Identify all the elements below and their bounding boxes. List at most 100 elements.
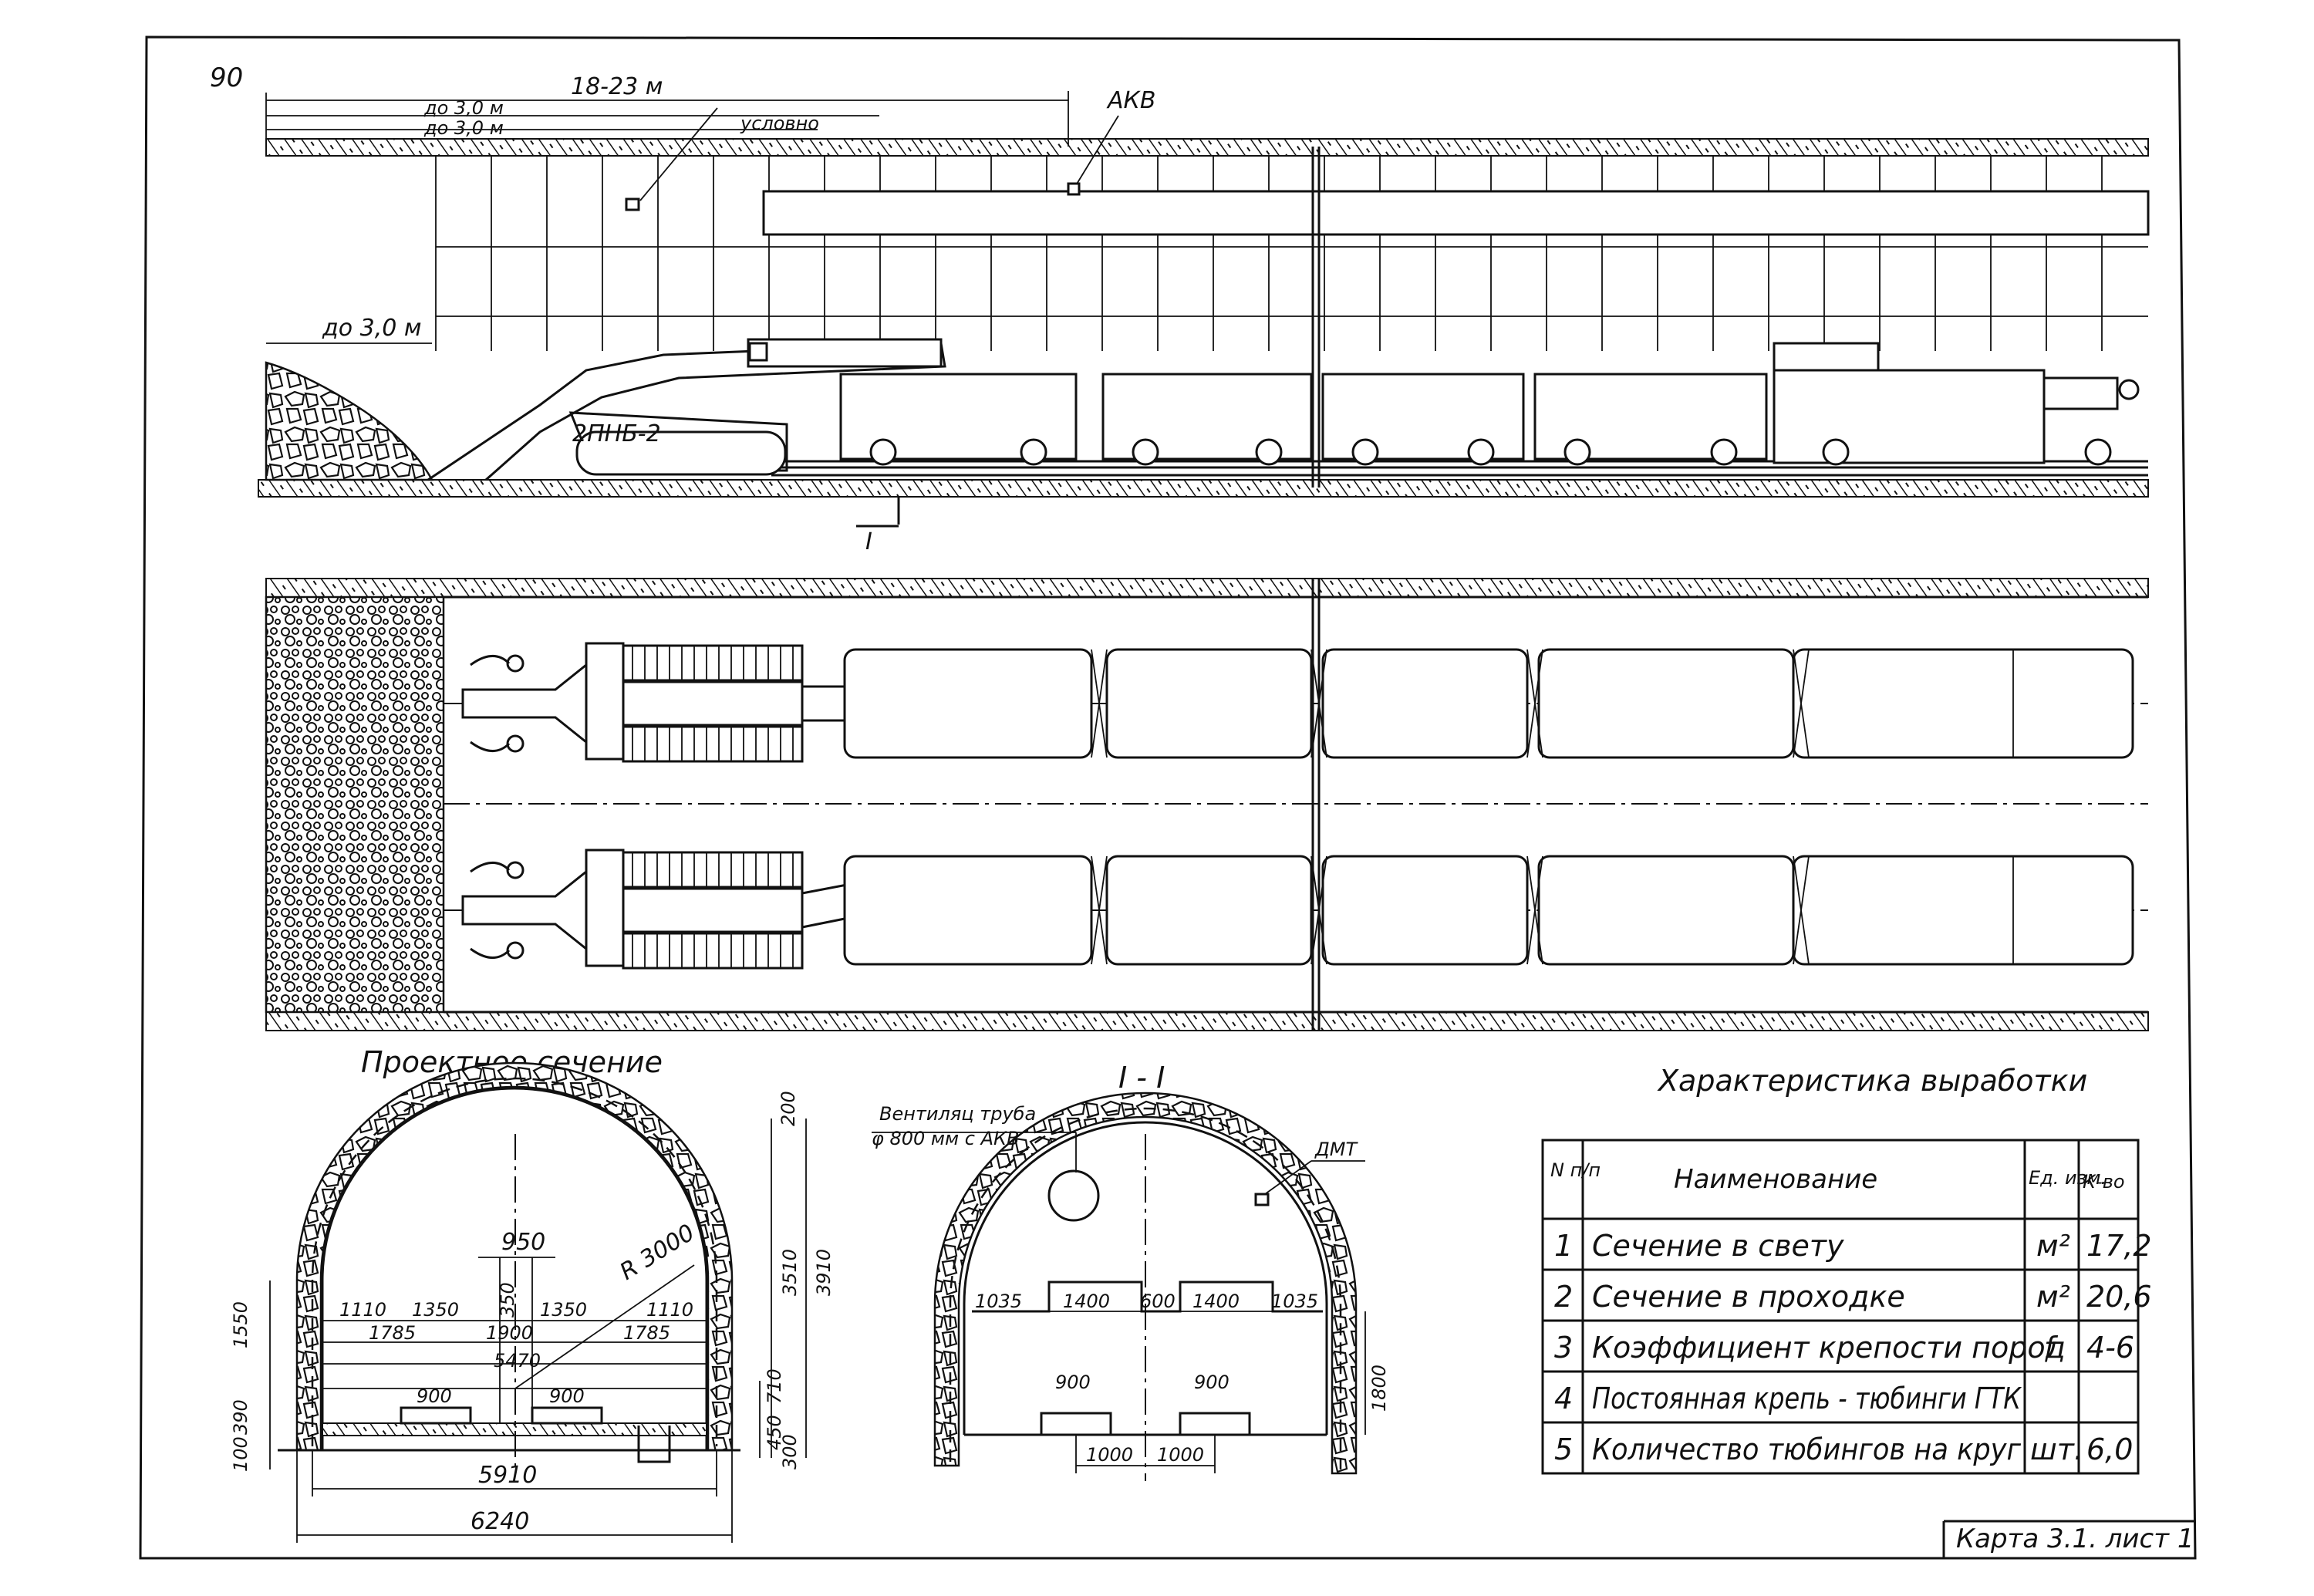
dim-upto: до 3,0 м bbox=[423, 97, 504, 119]
cut-dim-top-0: 1035 bbox=[975, 1291, 1022, 1312]
car-coupling bbox=[1091, 649, 1108, 758]
design-gauge-1: 900 bbox=[549, 1385, 585, 1407]
loader-frame bbox=[585, 849, 625, 967]
car-wheel bbox=[1255, 438, 1283, 466]
longitudinal-profile: 2ПНБ-2 18-23 м до 3,0 м до 3,0 м условно bbox=[258, 73, 2150, 555]
car-coupling bbox=[1793, 855, 1810, 965]
design-bottom-6240: 6240 bbox=[471, 1508, 529, 1535]
row-1-qty: 17,2 bbox=[2086, 1229, 2152, 1263]
design-dim-top-4: 1110 bbox=[646, 1299, 693, 1321]
plan-car bbox=[1321, 648, 1529, 759]
car-wheel bbox=[1710, 438, 1738, 466]
cutter-arm bbox=[470, 655, 511, 666]
row-4-name: Постоянная крепь - тюбинги ГТК bbox=[1592, 1382, 2022, 1415]
cutter-arm bbox=[470, 947, 511, 959]
plan-car bbox=[1537, 855, 1795, 966]
plan-car bbox=[1105, 855, 1313, 966]
row-1-unit: м² bbox=[2036, 1229, 2070, 1263]
conveyor-top bbox=[622, 644, 804, 682]
table-header-unit: Ед. изм. bbox=[2029, 1167, 2107, 1189]
cutter-head bbox=[506, 941, 525, 960]
loading-machine-2pnb2: 2ПНБ-2 bbox=[427, 338, 946, 481]
car-coupling bbox=[1793, 649, 1810, 758]
cutter-head bbox=[506, 861, 525, 879]
design-right-dim-2: 3910 bbox=[813, 1249, 835, 1296]
cut-gauge-0: 900 bbox=[1055, 1372, 1091, 1393]
design-bottom-5910: 5910 bbox=[478, 1462, 537, 1489]
loader-head bbox=[461, 869, 588, 952]
plan-car bbox=[1105, 648, 1313, 759]
section-mark: I bbox=[865, 528, 872, 555]
cut-pipe-label-1: Вентиляц труба bbox=[879, 1103, 1036, 1125]
car-wheel bbox=[869, 438, 897, 466]
design-right-dim-4: 450 bbox=[764, 1415, 785, 1450]
design-dim-center: 950 bbox=[501, 1229, 545, 1256]
card-label: Карта 3.1. лист 1 bbox=[1956, 1523, 2194, 1554]
design-radius: R 3000 bbox=[616, 1220, 700, 1286]
dim-upto-small: до 3,0 м bbox=[423, 117, 504, 139]
roof-rock-strip bbox=[265, 138, 2149, 157]
row-1-name: Сечение в свету bbox=[1592, 1229, 1844, 1263]
plan-car bbox=[843, 855, 1093, 966]
lining-segments bbox=[435, 156, 2148, 351]
cutter-arm bbox=[470, 741, 511, 752]
plan-trains bbox=[461, 642, 2134, 970]
floor-rock-strip bbox=[258, 479, 2149, 498]
design-right-dim-3: 710 bbox=[764, 1368, 785, 1404]
plan-car bbox=[843, 648, 1093, 759]
machine-label: 2ПНБ-2 bbox=[572, 420, 661, 447]
cut-dim-top-3: 1400 bbox=[1192, 1291, 1240, 1312]
sheet-frame bbox=[139, 35, 2197, 1560]
car-coupling bbox=[1526, 649, 1543, 758]
row-3-num: 3 bbox=[1554, 1331, 1573, 1365]
profile-dimensions: 18-23 м до 3,0 м до 3,0 м условно до 3,0… bbox=[265, 73, 1155, 555]
cut-bottom-dim-0: 1000 bbox=[1086, 1444, 1133, 1466]
car-wheel bbox=[1020, 438, 1047, 466]
design-right-dim-1: 3510 bbox=[779, 1249, 801, 1296]
conveyor-bottom bbox=[622, 725, 804, 763]
car-coupling bbox=[1091, 855, 1108, 965]
row-2-qty: 20,6 bbox=[2086, 1280, 2152, 1314]
car-coupling bbox=[1526, 855, 1543, 965]
cutter-head bbox=[506, 654, 525, 673]
row-1-num: 1 bbox=[1554, 1229, 1573, 1263]
row-2-name: Сечение в проходке bbox=[1592, 1280, 1905, 1314]
loader-frame bbox=[585, 642, 625, 761]
table-title: Характеристика выработки bbox=[1657, 1064, 2087, 1098]
cut-bottom-dim-1: 1000 bbox=[1157, 1444, 1204, 1466]
characteristics-table: N п/п Наименование Ед. изм. К-во 1 Сечен… bbox=[1541, 1139, 2152, 1475]
dim-conditional: условно bbox=[740, 113, 819, 134]
conveyor-bottom bbox=[622, 932, 804, 970]
muck-pile bbox=[265, 361, 434, 481]
design-left-dim-0: 1550 bbox=[230, 1301, 251, 1348]
cut-dim-top-4: 1035 bbox=[1271, 1291, 1318, 1312]
row-5-qty: 6,0 bbox=[2086, 1432, 2133, 1466]
cut-pipe-label-2: φ 800 мм с АКВ bbox=[872, 1128, 1019, 1149]
car-wheel bbox=[1132, 438, 1159, 466]
table-header-num: N п/п bbox=[1550, 1159, 1601, 1181]
shuttle-cars bbox=[839, 373, 1768, 466]
design-gauge-0: 900 bbox=[417, 1385, 452, 1407]
cut-dim-top-1: 1400 bbox=[1063, 1291, 1110, 1312]
loader-head bbox=[461, 662, 588, 745]
design-dim-mid-1: 1900 bbox=[486, 1322, 533, 1344]
cutter-arm bbox=[470, 862, 511, 873]
row-5-num: 5 bbox=[1554, 1432, 1573, 1466]
design-left-dim-2: 100 bbox=[230, 1436, 251, 1472]
vent-label: АКВ bbox=[1106, 87, 1155, 114]
plan-car bbox=[1537, 648, 1795, 759]
design-dim-mid-0: 1785 bbox=[369, 1322, 416, 1344]
row-2-num: 2 bbox=[1554, 1280, 1573, 1314]
row-4-num: 4 bbox=[1554, 1382, 1573, 1415]
row-5-unit: шт. bbox=[2030, 1432, 2083, 1466]
design-cross-section: 950 R 3000 1110 1350 350 1350 1110 1785 … bbox=[230, 1061, 835, 1543]
plan-view bbox=[265, 578, 2149, 1031]
cut-cross-section: Вентиляц труба φ 800 мм с АКВ ДМТ 1035 1… bbox=[872, 1092, 1390, 1481]
page-number: 90 bbox=[210, 62, 243, 93]
end-unit bbox=[1773, 342, 2140, 466]
vent-duct bbox=[762, 190, 2150, 236]
plan-car bbox=[1792, 855, 2134, 966]
cutter-head bbox=[506, 734, 525, 753]
conveyor-top bbox=[622, 851, 804, 889]
